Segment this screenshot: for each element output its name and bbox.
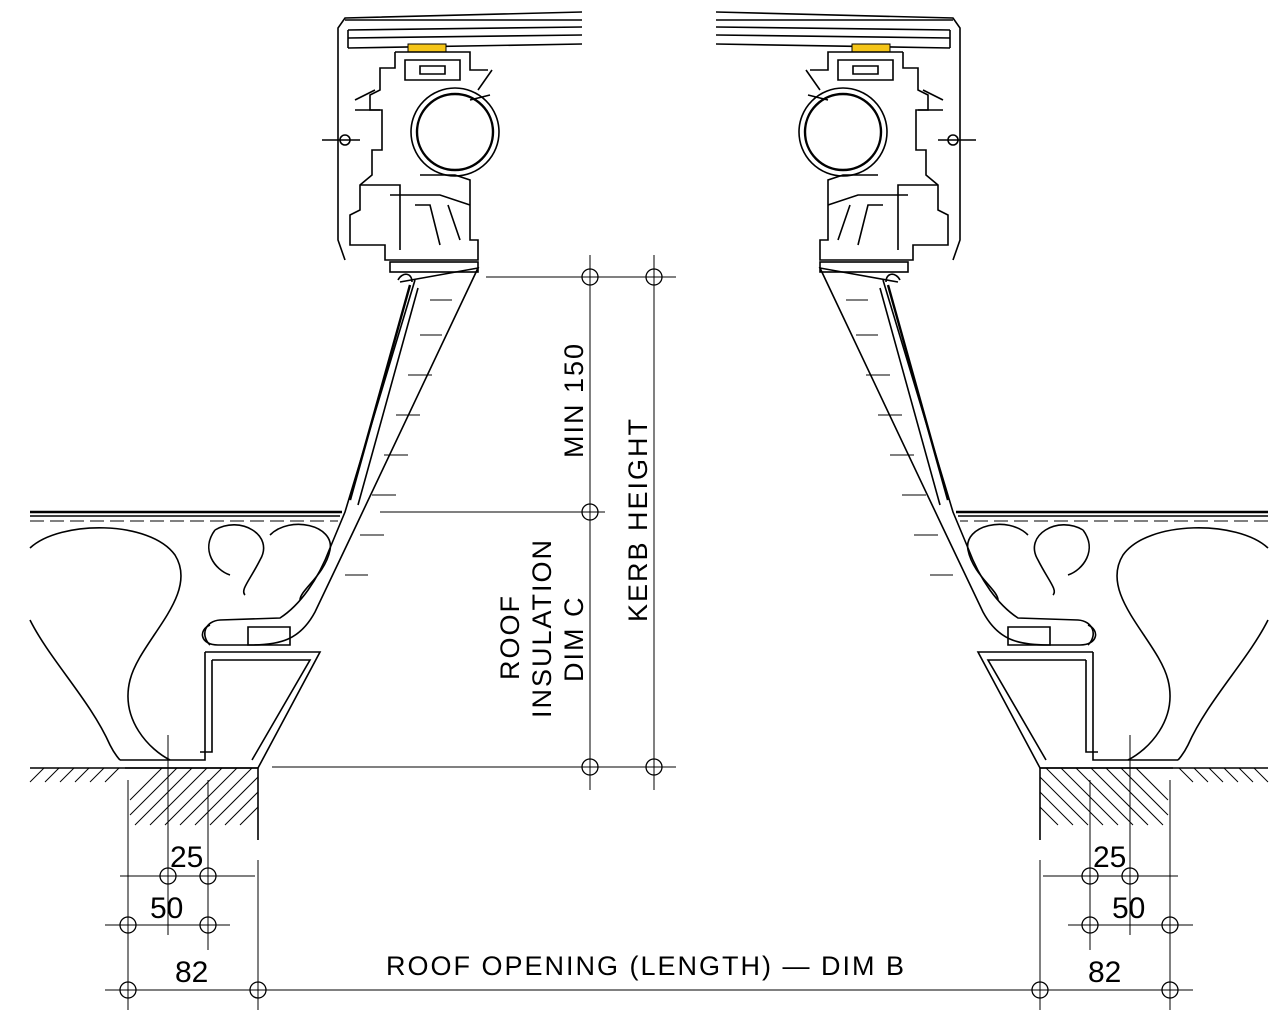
right-kerb-detail bbox=[715, 11, 1269, 1010]
right-substrate-hatch bbox=[1039, 767, 1269, 840]
right-sloped-kerb bbox=[818, 266, 1097, 646]
insulation-label: INSULATION bbox=[527, 538, 557, 718]
left-substrate-hatch bbox=[29, 767, 259, 840]
left-dim-50: 50 bbox=[150, 892, 183, 925]
left-roof-surface bbox=[30, 510, 342, 522]
right-dimension-lines bbox=[1028, 735, 1193, 1010]
left-upstand bbox=[120, 651, 322, 769]
right-dim-25: 25 bbox=[1093, 841, 1126, 874]
left-gasket bbox=[407, 43, 447, 53]
min-150-label: MIN 150 bbox=[559, 342, 589, 458]
right-insulation bbox=[967, 523, 1269, 761]
vertical-dimensions bbox=[272, 255, 676, 790]
right-dim-82: 82 bbox=[1088, 956, 1121, 989]
right-glazing-panel bbox=[715, 11, 961, 261]
left-sloped-kerb bbox=[201, 266, 480, 646]
left-glazing-panel bbox=[337, 11, 583, 261]
roof-opening-label: ROOF OPENING (LENGTH) — DIM B bbox=[386, 951, 906, 981]
left-frame-profile bbox=[322, 51, 500, 273]
left-dimension-lines bbox=[105, 735, 270, 1010]
left-dim-82: 82 bbox=[175, 956, 208, 989]
right-roof-surface bbox=[956, 510, 1268, 522]
right-gasket bbox=[851, 43, 891, 53]
left-kerb-detail: 25 50 82 bbox=[29, 11, 583, 1010]
left-dim-25: 25 bbox=[170, 841, 203, 874]
right-frame-profile bbox=[798, 51, 976, 273]
kerb-height-label: KERB HEIGHT bbox=[623, 417, 653, 622]
roof-label: ROOF bbox=[495, 594, 525, 680]
left-insulation bbox=[29, 523, 331, 761]
dim-c-label: DIM C bbox=[559, 596, 589, 683]
right-dim-50: 50 bbox=[1112, 892, 1145, 925]
right-upstand bbox=[976, 651, 1178, 769]
